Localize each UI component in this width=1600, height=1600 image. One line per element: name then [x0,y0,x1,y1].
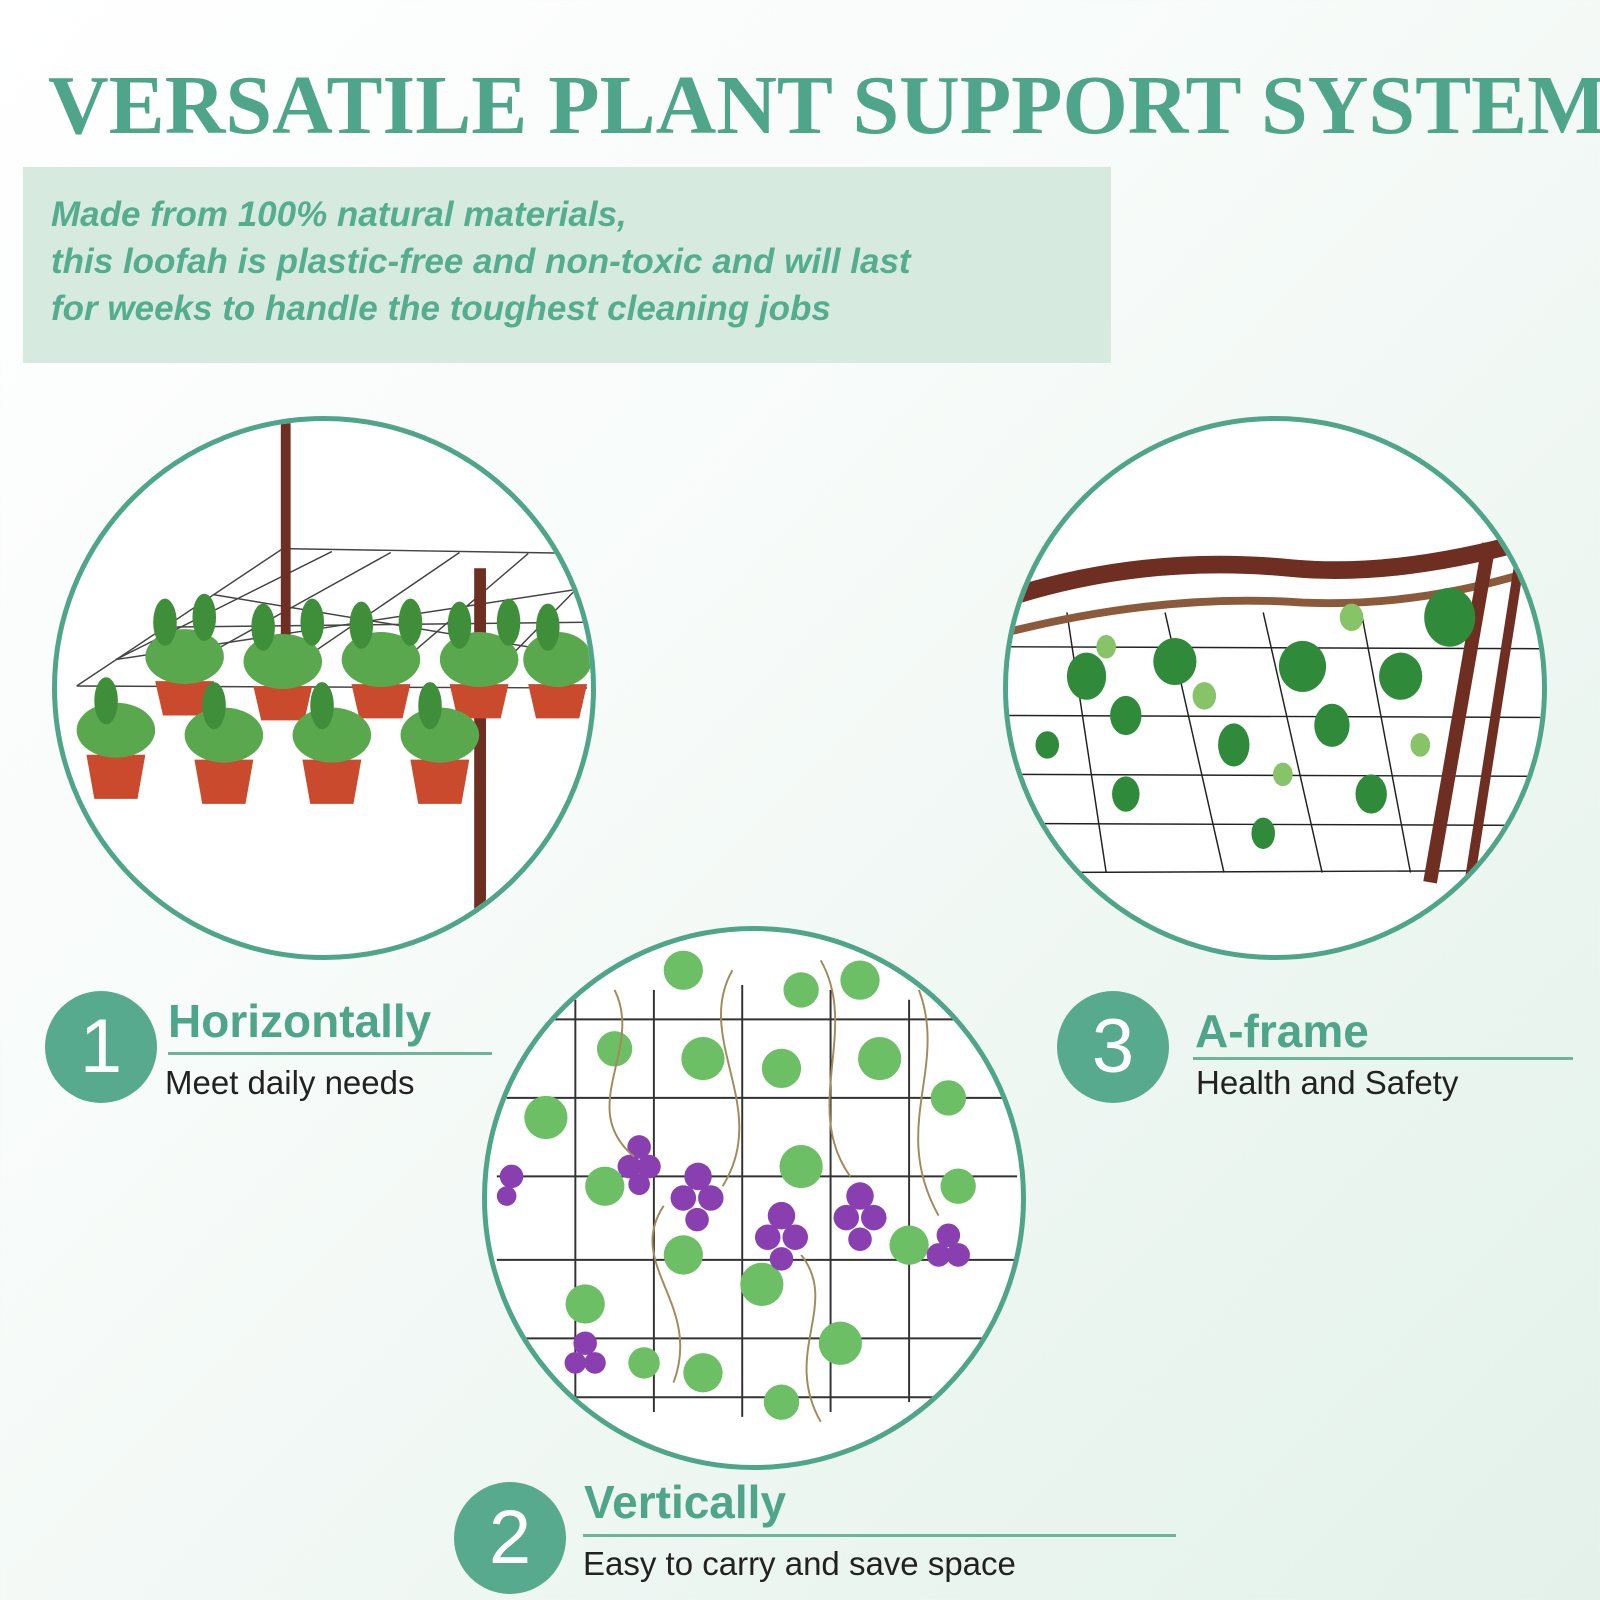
feature-description: Easy to carry and save space [583,1545,1016,1582]
feature-divider [1193,1057,1573,1060]
step-badge-2: 2 [454,1482,566,1594]
feature-divider [168,1052,492,1055]
feature-divider [583,1534,1176,1537]
feature-description: Meet daily needs [165,1064,415,1101]
potted-plants-image [76,421,591,952]
feature-title-a-frame: A-frame [1195,1005,1369,1057]
feature-title-vertically: Vertically [584,1476,787,1528]
page-title: VERSATILE PLANT SUPPORT SYSTEM [48,59,1600,152]
intro-line: for weeks to handle the toughest cleanin… [51,289,831,328]
intro-panel: Made from 100% natural materials, this l… [23,167,1111,363]
feature-title-horizontally: Horizontally [168,995,432,1047]
step-badge-3: 3 [1057,991,1169,1103]
grape-vines-image [496,950,1018,1423]
horizontal-illustration [52,416,596,960]
a-frame-illustration [1003,416,1547,960]
intro-line: Made from 100% natural materials, [51,195,627,234]
vertical-illustration [482,926,1026,1470]
feature-description: Health and Safety [1196,1064,1459,1101]
intro-line: this loofah is plastic-free and non-toxi… [51,242,911,281]
ivy-a-frame-image [1008,528,1542,884]
step-badge-1: 1 [45,991,157,1103]
